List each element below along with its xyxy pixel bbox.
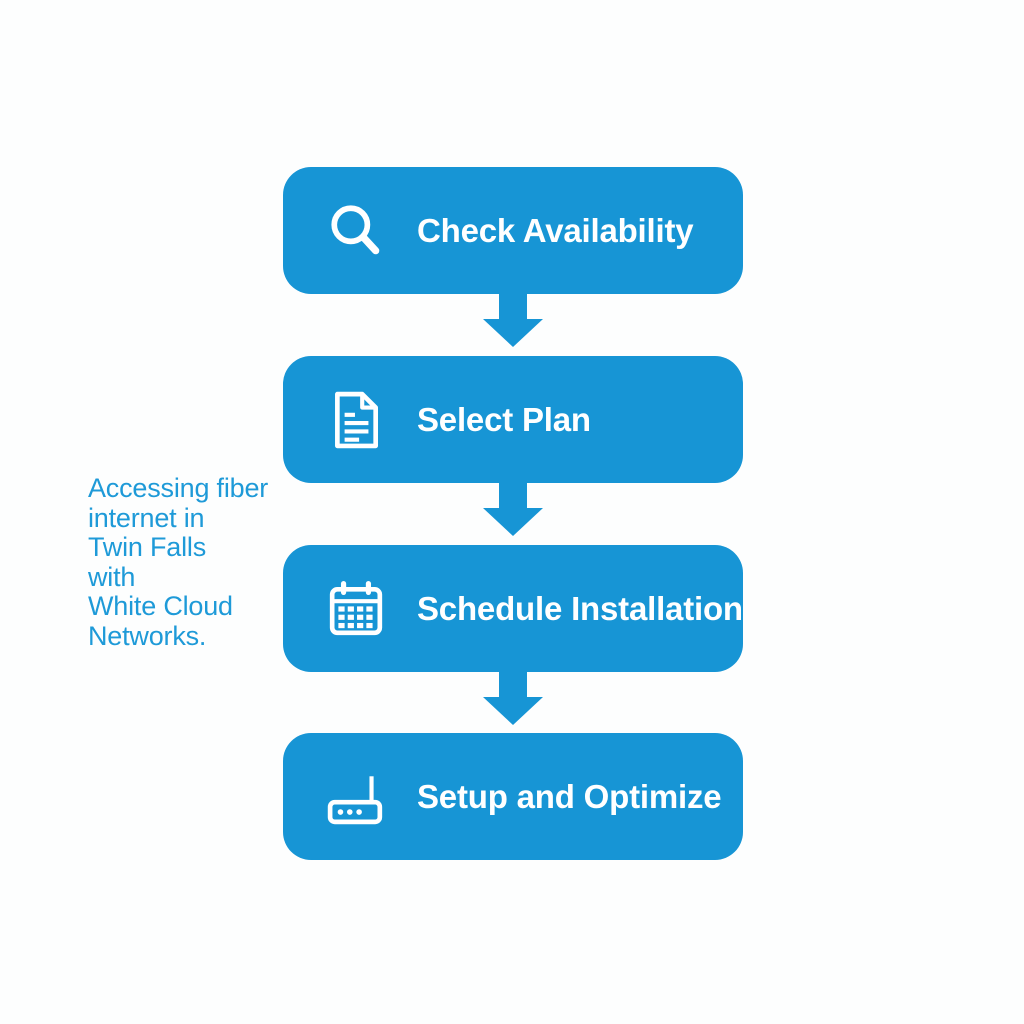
caption-line: internet in xyxy=(88,502,205,533)
caption-line: White Cloud xyxy=(88,591,233,621)
flow-step-schedule-installation: Schedule Installation xyxy=(283,545,743,672)
caption-line: Accessing fiber xyxy=(88,473,269,503)
arrow-stem xyxy=(499,671,527,697)
flow-step-label: Select Plan xyxy=(417,400,591,438)
caption-line: Networks. xyxy=(88,620,207,651)
down-arrow xyxy=(483,293,543,347)
arrow-stem xyxy=(499,482,527,508)
caption-text: Accessing fiber internet in Twin Falls w… xyxy=(88,473,288,651)
caption-line: Twin Falls xyxy=(88,532,207,562)
down-arrow xyxy=(483,482,543,536)
flow-step-label: Schedule Installation xyxy=(417,589,743,627)
flow-step-setup-optimize: Setup and Optimize xyxy=(283,733,743,860)
down-arrow xyxy=(483,671,543,725)
document-icon xyxy=(327,391,385,449)
flow-step-label: Check Availability xyxy=(417,211,694,249)
arrow-head xyxy=(483,697,543,725)
caption-line: with xyxy=(88,561,136,592)
flow-step-check-availability: Check Availability xyxy=(283,167,743,294)
arrow-head xyxy=(483,508,543,536)
arrow-head xyxy=(483,319,543,347)
arrow-stem xyxy=(499,293,527,319)
router-icon xyxy=(327,768,385,826)
search-icon xyxy=(327,202,385,260)
flow-step-select-plan: Select Plan xyxy=(283,356,743,483)
calendar-icon xyxy=(327,580,385,638)
flow-step-label: Setup and Optimize xyxy=(417,777,722,815)
